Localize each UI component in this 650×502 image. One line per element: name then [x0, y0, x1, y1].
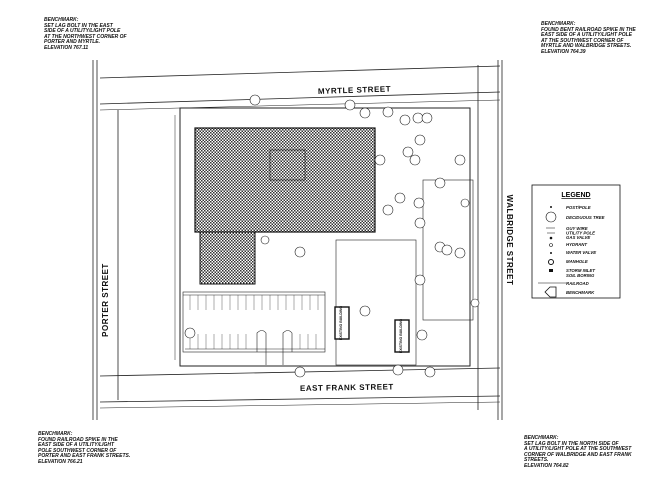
existing-building-2-label: EXISTING BUILDING [399, 319, 403, 354]
existing-building-1 [334, 306, 350, 340]
legend-item-label: RAILROAD [566, 281, 589, 286]
legend: LEGEND POST/POLE DECIDUOUS TREE GUY WIRE… [531, 184, 621, 299]
legend-title: LEGEND [561, 192, 590, 199]
legend-item-label: GAS VALVE [566, 235, 590, 240]
myrtle-street-label: MYRTLE STREET [318, 84, 391, 96]
proposed-building-hatched [194, 127, 376, 233]
legend-item-label: SOIL BORING [566, 273, 595, 278]
parking-stripes [189, 295, 319, 349]
trees [184, 94, 480, 378]
legend-item-label: UTILITY POLE [566, 231, 595, 236]
legend-item-label: MANHOLE [566, 259, 588, 264]
legend-item-label: DECIDUOUS TREE [566, 215, 605, 220]
existing-building-1-label: EXISTING BUILDING [339, 306, 343, 341]
legend-item-label: GUY WIRE [566, 226, 588, 231]
legend-item-label: STORM INLET [566, 268, 595, 273]
benchmark-note-northeast: BENCHMARK:FOUND BENT RAILROAD SPIKE IN T… [541, 21, 636, 55]
walbridge-street-label: WALBRIDGE STREET [505, 195, 514, 286]
legend-item-label: BENCHMARK [566, 290, 595, 295]
porter-street-label: PORTER STREET [101, 263, 110, 337]
existing-building-2 [394, 319, 410, 353]
east-frank-street-label: EAST FRANK STREET [300, 382, 394, 393]
benchmark-note-southeast: BENCHMARK:SET LAG BOLT IN THE NORTH SIDE… [524, 435, 632, 469]
legend-item-label: HYDRANT [566, 242, 587, 247]
legend-item-label: WATER VALVE [566, 250, 596, 255]
roads [92, 60, 503, 420]
legend-item-label: POST/POLE [566, 205, 591, 210]
proposed-building-annex [199, 231, 256, 285]
